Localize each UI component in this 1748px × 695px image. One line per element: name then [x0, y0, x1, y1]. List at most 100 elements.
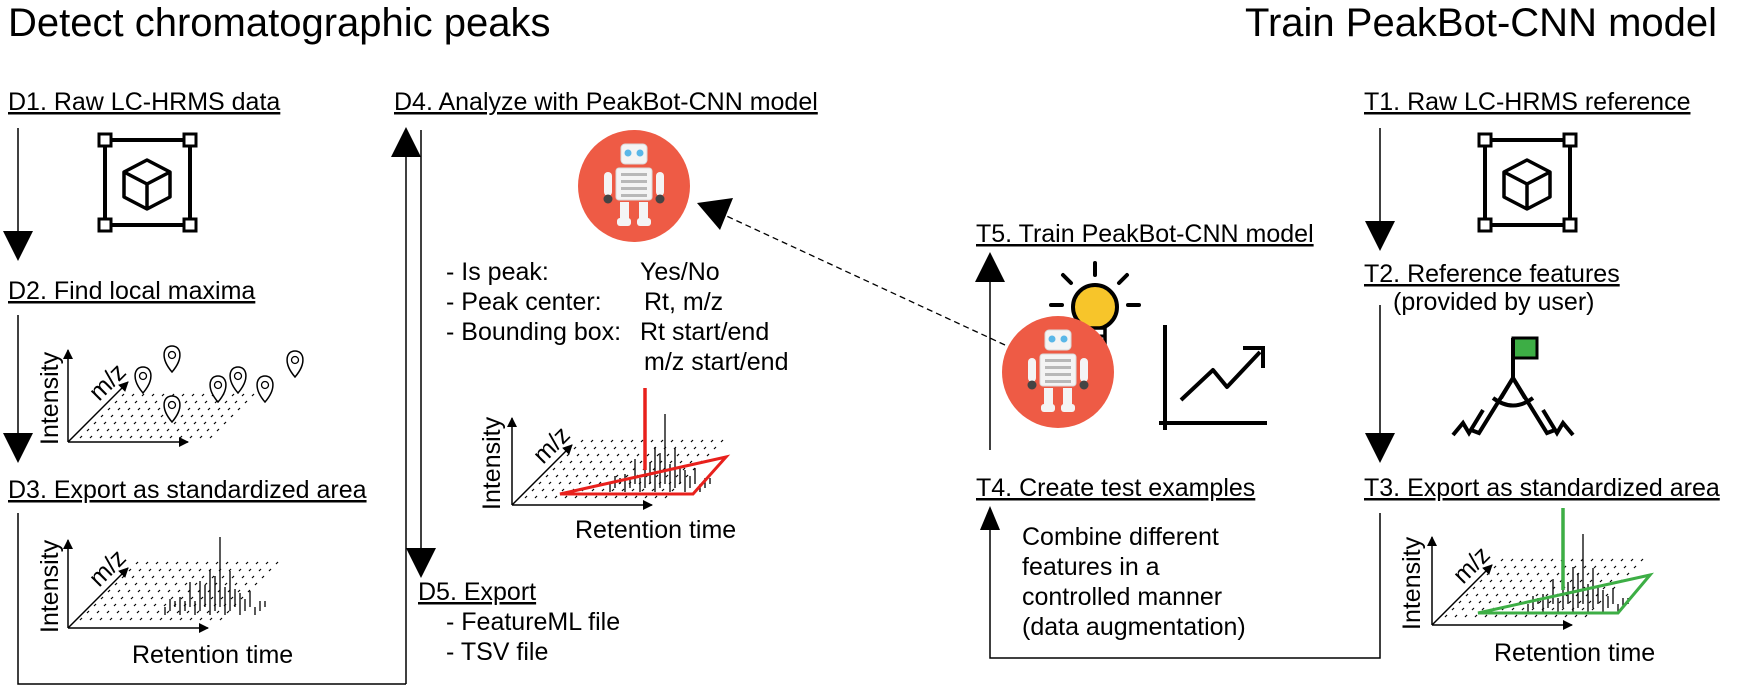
grid-dot: [1506, 572, 1510, 576]
grid-dot: [1584, 614, 1588, 618]
grid-dot: [151, 393, 155, 397]
grid-dot: [576, 453, 580, 457]
grid-dot: [166, 428, 170, 432]
grid-dot: [626, 453, 630, 457]
grid-dot: [693, 446, 697, 450]
grid-dot: [160, 414, 164, 418]
grid-dot: [568, 481, 572, 485]
grid-dot: [225, 561, 229, 565]
grid-dot: [1496, 572, 1500, 576]
grid-dot: [1523, 565, 1527, 569]
grid-dot: [1515, 593, 1519, 597]
grid-dot: [1539, 579, 1543, 583]
grid-dot: [189, 435, 193, 439]
grid-dot: [179, 435, 183, 439]
grid-dot: [99, 435, 103, 439]
grid-dot: [1514, 614, 1518, 618]
grid-dot: [594, 495, 598, 499]
grid-dot: [107, 589, 111, 593]
grid-dot: [183, 421, 187, 425]
grid-dot: [1578, 600, 1582, 604]
grid-dot: [583, 446, 587, 450]
grid-dot: [1591, 607, 1595, 611]
grid-dot: [170, 596, 174, 600]
axis-intensity-d3: Intensity: [36, 539, 64, 633]
grid-dot: [100, 596, 104, 600]
map-pin-icon: [229, 366, 247, 395]
grid-dot: [146, 610, 150, 614]
grid-dot: [171, 575, 175, 579]
grid-dot: [210, 596, 214, 600]
grid-dot: [544, 495, 548, 499]
grid-dot: [268, 568, 272, 572]
grid-dot: [137, 589, 141, 593]
grid-dot: [79, 435, 83, 439]
grid-dot: [235, 561, 239, 565]
grid-dot: [1579, 579, 1583, 583]
grid-dot: [184, 400, 188, 404]
title-detect-peaks: Detect chromatographic peaks: [8, 1, 551, 45]
grid-dot: [251, 575, 255, 579]
grid-dot: [220, 596, 224, 600]
grid-dot: [603, 446, 607, 450]
grid-dot: [633, 446, 637, 450]
grid-dot: [1540, 558, 1544, 562]
grid-dot: [169, 617, 173, 621]
grid-dot: [686, 453, 690, 457]
grid-dot: [211, 575, 215, 579]
grid-dot: [199, 435, 203, 439]
step-t4-label: T4. Create test examples: [976, 474, 1255, 502]
grid-dot: [551, 488, 555, 492]
grid-dot: [219, 617, 223, 621]
grid-dot: [554, 495, 558, 499]
grid-dot: [190, 414, 194, 418]
grid-dot: [590, 439, 594, 443]
grid-dot: [136, 428, 140, 432]
grid-dot: [141, 393, 145, 397]
grid-dot: [623, 446, 627, 450]
grid-dot: [179, 617, 183, 621]
grid-dot: [1581, 607, 1585, 611]
grid-dot: [1509, 579, 1513, 583]
grid-dot: [1603, 565, 1607, 569]
grid-dot: [131, 575, 135, 579]
bounding-box-green: [1477, 572, 1654, 615]
grid-dot: [541, 488, 545, 492]
grid-dot: [579, 460, 583, 464]
grid-dot: [150, 414, 154, 418]
grid-dot: [605, 474, 609, 478]
grid-dot: [116, 610, 120, 614]
grid-dot: [204, 582, 208, 586]
t4-description: Combine different: [1022, 523, 1219, 551]
grid-dot: [1596, 572, 1600, 576]
grid-dot: [1574, 614, 1578, 618]
grid-dot: [133, 421, 137, 425]
grid-dot: [1586, 572, 1590, 576]
grid-dot: [1602, 586, 1606, 590]
grid-dot: [669, 460, 673, 464]
grid-dot: [137, 407, 141, 411]
grid-dot: [206, 428, 210, 432]
grid-dot: [237, 589, 241, 593]
d4-output-list: - Is peak: Yes/No - Peak center: Rt, m/z…: [446, 258, 789, 376]
grid-dot: [1609, 579, 1613, 583]
dashed-model-arrow: [719, 212, 1006, 346]
grid-dot: [601, 488, 605, 492]
grid-dot: [1599, 579, 1603, 583]
grid-dot: [564, 495, 568, 499]
grid-dot: [188, 568, 192, 572]
grid-dot: [120, 414, 124, 418]
grid-dot: [169, 435, 173, 439]
data-point-grid: [79, 393, 255, 439]
grid-dot: [1503, 565, 1507, 569]
grid-dot: [197, 407, 201, 411]
grid-dot: [119, 617, 123, 621]
grid-dot: [1620, 558, 1624, 562]
grid-dot: [654, 495, 658, 499]
grid-dot: [545, 474, 549, 478]
grid-dot: [93, 603, 97, 607]
grid-dot: [566, 453, 570, 457]
grid-dot: [138, 568, 142, 572]
grid-dot: [139, 435, 143, 439]
connector-t3-t4: [989, 510, 1381, 659]
